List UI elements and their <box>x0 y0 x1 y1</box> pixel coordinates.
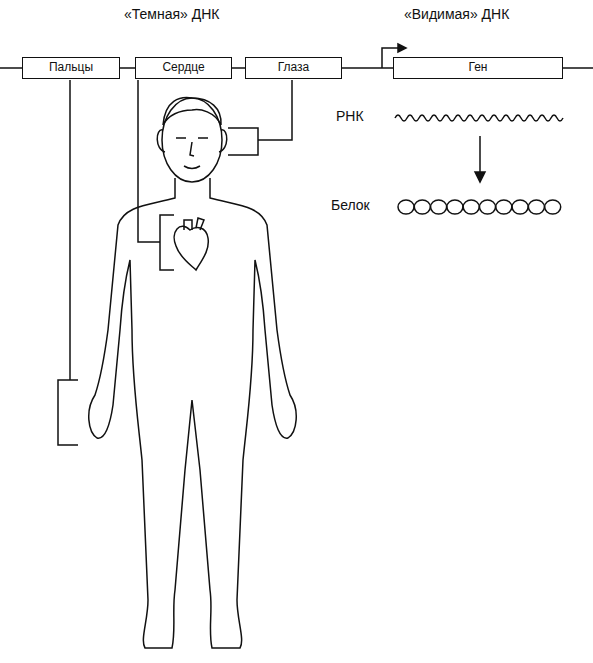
dna-strand <box>563 67 593 69</box>
head <box>162 98 222 182</box>
gene-region-box: Сердце <box>135 57 232 79</box>
heart-vessels <box>184 218 204 230</box>
bracket <box>58 380 78 445</box>
arrow-head <box>475 172 485 182</box>
leader-line <box>138 80 160 242</box>
gene-region-box: Глаза <box>245 57 342 79</box>
coil-loop <box>463 200 479 214</box>
leader-line <box>69 80 71 380</box>
leader-line <box>258 80 292 140</box>
ear <box>219 130 227 152</box>
dna-strand <box>120 67 135 69</box>
caption-label: Белок <box>331 197 370 213</box>
caption-label: «Темная» ДНК <box>124 6 219 22</box>
box-label: Ген <box>469 61 488 74</box>
coil-loop <box>496 200 512 214</box>
coil-loop <box>545 200 561 214</box>
caption-label: «Видимая» ДНК <box>404 6 509 22</box>
coil-loop <box>512 200 528 214</box>
bracket <box>160 215 174 270</box>
dna-strand <box>232 67 245 69</box>
box-label: Сердце <box>162 61 204 74</box>
box-label: Глаза <box>278 61 310 74</box>
gene-region-box: Пальцы <box>22 57 120 79</box>
arrow <box>479 136 481 174</box>
coil-loop <box>480 200 496 214</box>
coil-loop <box>447 200 463 214</box>
dna-strand <box>0 67 22 69</box>
coil-loop <box>398 200 414 214</box>
ear <box>157 130 165 152</box>
mouth <box>184 166 200 168</box>
coil-loop <box>431 200 447 214</box>
arrow-head <box>398 44 406 52</box>
coil-loop <box>528 200 544 214</box>
coil-loop <box>414 200 430 214</box>
dna-strand <box>342 67 393 69</box>
protein-coil <box>398 200 561 214</box>
nose <box>190 142 194 156</box>
hair <box>163 98 221 125</box>
body-outline <box>89 178 296 648</box>
box-label: Пальцы <box>49 61 93 74</box>
eyes <box>176 137 208 139</box>
caption-label: РНК <box>336 108 364 124</box>
rna-wave <box>395 115 563 121</box>
heart <box>174 226 208 270</box>
gene-region-box: Ген <box>393 57 563 79</box>
bracket <box>228 128 258 155</box>
